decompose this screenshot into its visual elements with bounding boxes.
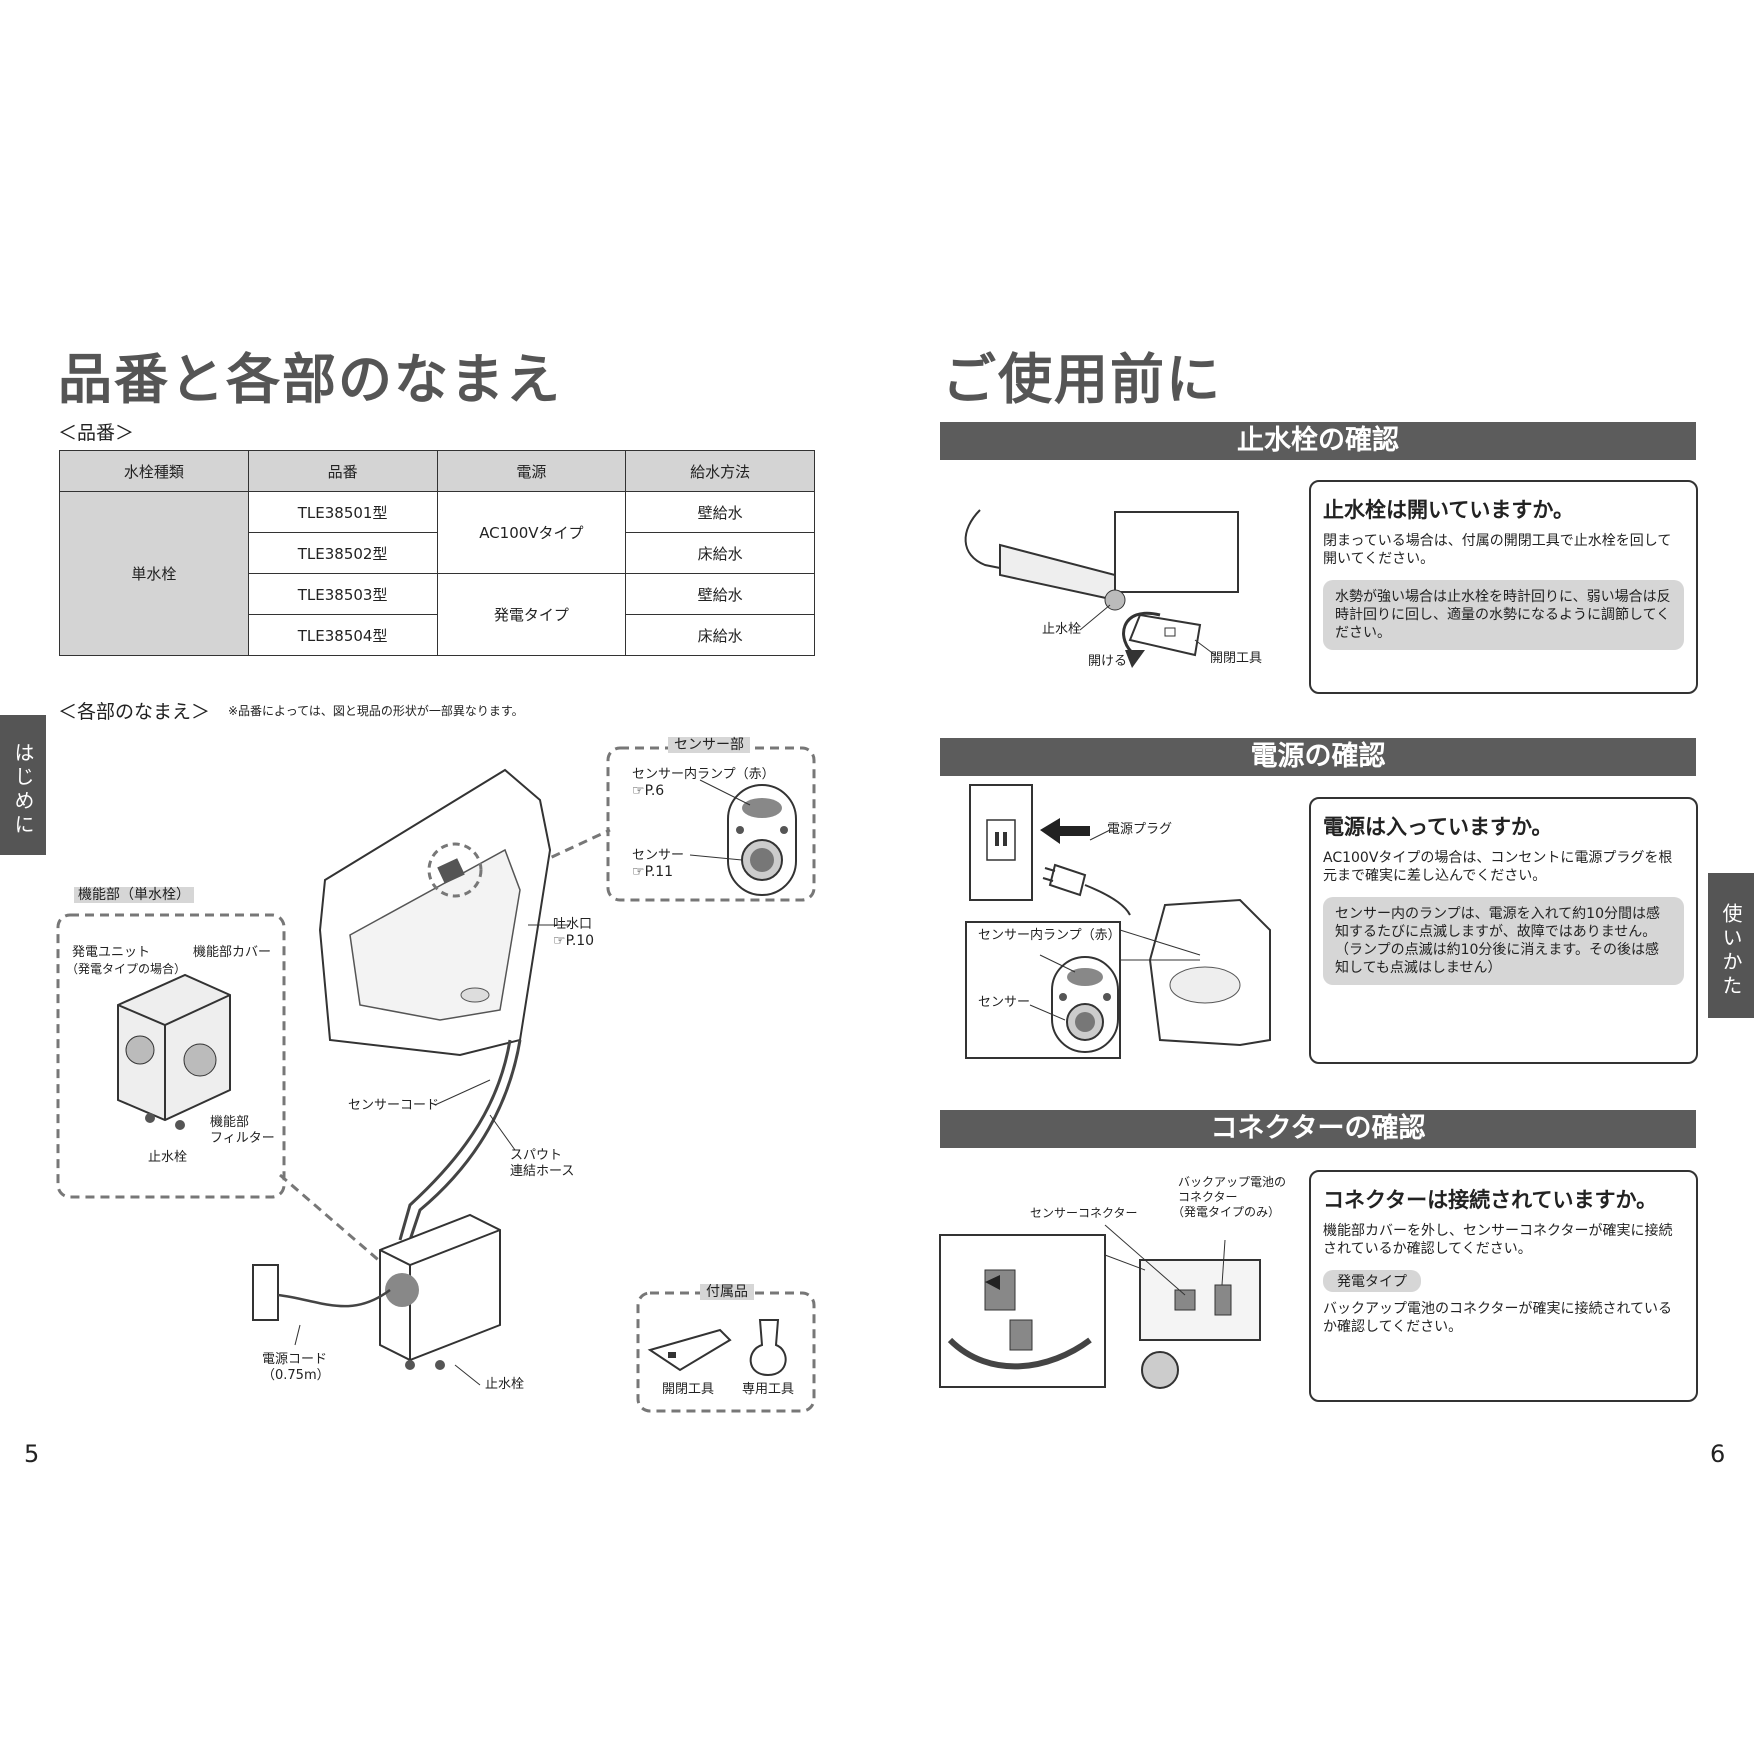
- model-table: 水栓種類 品番 電源 給水方法 単水栓 TLE38501型 AC100Vタイプ …: [59, 450, 815, 656]
- open-label: 開ける: [1088, 654, 1128, 669]
- spout-label: 吐水口: [553, 917, 593, 932]
- sensor-ref: ☞P.11: [632, 864, 674, 880]
- backup-label-3: （発電タイプのみ）: [1172, 1205, 1281, 1219]
- valve-label: 止水栓: [485, 1377, 525, 1392]
- valve-check-box: 止水栓は開いていますか。 閉まっている場合は、付属の開閉工具で止水栓を回して開い…: [1309, 480, 1698, 694]
- filter-label-2: フィルター: [210, 1131, 275, 1146]
- sensor-lamp-ref: ☞P.6: [632, 783, 665, 799]
- gen-unit-label: 発電ユニット: [72, 945, 151, 960]
- sensor-lamp-label: センサー内ランプ（赤）: [632, 767, 775, 782]
- valve-question: 止水栓は開いていますか。: [1323, 498, 1574, 522]
- func-valve-label: 止水栓: [148, 1150, 188, 1165]
- section-bar-valve: 止水栓の確認: [940, 422, 1696, 460]
- accessory-tool-1: 開閉工具: [662, 1382, 715, 1397]
- table-header: 電源: [436, 450, 627, 492]
- page-title-left: 品番と各部のなまえ: [58, 348, 562, 411]
- section-bar-connector: コネクターの確認: [940, 1110, 1696, 1148]
- power-cord-length: （0.75m）: [262, 1368, 330, 1383]
- pointing-hand-icon: ☞: [632, 864, 645, 880]
- table-cell-power: 発電タイプ: [436, 573, 627, 656]
- pointing-hand-icon: ☞: [632, 783, 645, 799]
- table-cell-supply: 壁給水: [625, 573, 815, 615]
- backup-label-1: バックアップ電池の: [1178, 1175, 1287, 1189]
- side-tab-right: 使いかた: [1708, 873, 1754, 1018]
- hinban-heading: ＜品番＞: [58, 422, 135, 444]
- connector-question: コネクターは接続されていますか。: [1323, 1188, 1658, 1212]
- connector-text: 機能部カバーを外し、センサーコネクターが確実に接続されているか確認してください。: [1323, 1223, 1673, 1257]
- power-check-box: 電源は入っていますか。 AC100Vタイプの場合は、コンセントに電源プラグを根元…: [1309, 797, 1698, 1064]
- valve-text: 閉まっている場合は、付属の開閉工具で止水栓を回して開いてください。: [1323, 533, 1672, 567]
- accessory-tool-2: 専用工具: [742, 1382, 795, 1397]
- table-header: 給水方法: [625, 450, 815, 492]
- pointing-hand-icon: ☞: [553, 933, 566, 949]
- connector-check-box: コネクターは接続されていますか。 機能部カバーを外し、センサーコネクターが確実に…: [1309, 1170, 1698, 1402]
- parts-note: ※品番によっては、図と現品の形状が一部異なります。: [228, 704, 524, 718]
- filter-label-1: 機能部: [210, 1115, 250, 1130]
- sensor-label: センサー: [632, 848, 685, 863]
- valve-label-right: 止水栓: [1042, 622, 1082, 637]
- power-question: 電源は入っていますか。: [1323, 815, 1553, 839]
- sensor-label-right: センサー: [978, 995, 1031, 1010]
- table-cell-model: TLE38503型: [247, 573, 438, 615]
- power-cord-label: 電源コード: [262, 1352, 328, 1367]
- func-box-title: 機能部（単水栓）: [74, 887, 194, 903]
- table-header: 水栓種類: [59, 450, 249, 492]
- power-note: センサー内のランプは、電源を入れて約10分間は感知するたびに点滅しますが、故障で…: [1323, 897, 1684, 985]
- spout-hose-label-1: スパウト: [510, 1148, 563, 1163]
- lamp-label-right: センサー内ランプ（赤）: [978, 928, 1121, 943]
- table-cell-model: TLE38504型: [247, 614, 438, 656]
- section-bar-power: 電源の確認: [940, 738, 1696, 776]
- table-cell-power: AC100Vタイプ: [436, 491, 627, 574]
- side-tab-left: はじめに: [0, 715, 46, 855]
- parts-heading: ＜各部のなまえ＞: [58, 701, 211, 723]
- accessories-title: 付属品: [700, 1284, 754, 1300]
- connector-text-2: バックアップ電池のコネクターが確実に接続されているか確認してください。: [1323, 1301, 1673, 1335]
- sensor-cord-label: センサーコード: [348, 1098, 440, 1113]
- page-title-right: ご使用前に: [942, 348, 1222, 411]
- spout-hose-label-2: 連結ホース: [510, 1164, 575, 1179]
- power-text: AC100Vタイプの場合は、コンセントに電源プラグを根元まで確実に差し込んでくだ…: [1323, 850, 1673, 884]
- plug-label: 電源プラグ: [1107, 822, 1173, 837]
- tool-label: 開閉工具: [1210, 651, 1263, 666]
- table-cell-model: TLE38502型: [247, 532, 438, 574]
- power-note-1: センサー内のランプは、電源を入れて約10分間は感知するたびに点滅しますが、故障で…: [1335, 906, 1660, 940]
- cover-label: 機能部カバー: [193, 945, 272, 960]
- gen-unit-note: （発電タイプの場合）: [66, 962, 187, 976]
- valve-note: 水勢が強い場合は止水栓を時計回りに、弱い場合は反時計回りに回し、適量の水勢になる…: [1323, 580, 1684, 650]
- spout-ref: ☞P.10: [553, 933, 595, 949]
- sensor-box-title: センサー部: [668, 737, 750, 753]
- generator-type-chip: 発電タイプ: [1323, 1270, 1421, 1292]
- power-note-2: （ランプの点滅は約10分後に消えます。その後は感知しても点滅はしません）: [1335, 942, 1659, 976]
- table-cell-supply: 壁給水: [625, 491, 815, 533]
- page-number-right: 6: [1710, 1440, 1726, 1468]
- table-cell-supply: 床給水: [625, 614, 815, 656]
- backup-label-2: コネクター: [1178, 1190, 1238, 1204]
- page-number-left: 5: [24, 1440, 40, 1468]
- sensor-connector-label: センサーコネクター: [1030, 1206, 1138, 1220]
- table-cell-type: 単水栓: [59, 491, 249, 656]
